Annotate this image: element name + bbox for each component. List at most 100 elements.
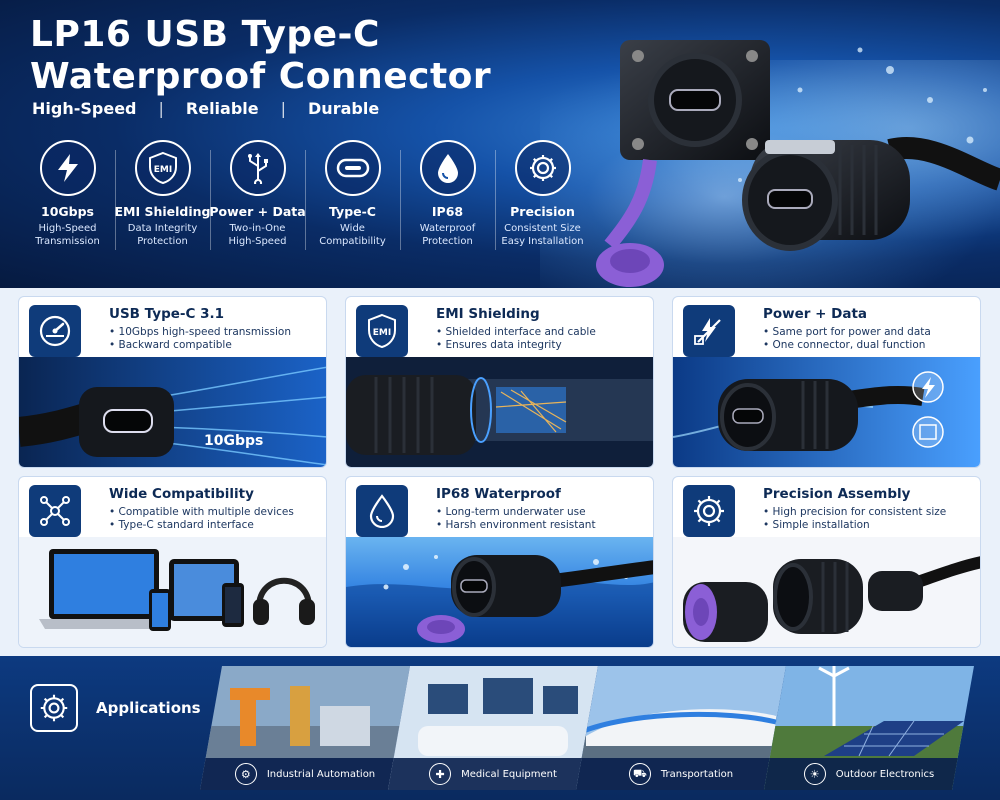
card-bullet: Shielded interface and cable [436,326,596,339]
hero-banner: LP16 USB Type-C Waterproof Connector Hig… [0,0,1000,288]
feature-power-data: Power + Data Two-in-One High-Speed [209,140,306,260]
feature-subtitle: Wide Compatibility [319,222,386,248]
car-icon: ⛟ [628,763,651,785]
card-usb-type-c: USB Type-C 3.1 10Gbps high-speed transmi… [18,296,327,468]
card-illustration: 10Gbps [19,357,326,467]
card-bullet: Ensures data integrity [436,339,596,352]
app-label-text: Transportation [660,768,734,780]
app-tile-outdoor: ☀ Outdoor Electronics [764,666,974,790]
app-label: ✚ Medical Equipment [388,758,598,790]
title-line-2: Waterproof Connector [30,56,492,97]
feature-sub-line: Compatibility [319,236,386,247]
app-tile-medical: ✚ Medical Equipment [388,666,598,790]
tagline-item: Durable [308,99,380,118]
card-bullet: Backward compatible [109,339,291,352]
feature-sub-line: Protection [422,236,473,247]
feature-title: Type-C [329,204,376,219]
card-wide-compatibility: Wide Compatibility Compatible with multi… [18,476,327,648]
applications-section: Applications ⚙ Industrial Automation [0,656,1000,800]
card-bullet: Long-term underwater use [436,506,596,519]
feature-sub-line: Transmission [35,236,100,247]
tagline-item: Reliable [185,99,259,118]
card-illustration [673,537,980,647]
card-bullets: Shielded interface and cable Ensures dat… [436,326,596,352]
card-bullet: High precision for consistent size [763,506,947,519]
card-bullet: One connector, dual function [763,339,931,352]
applications-title: Applications [96,699,201,717]
applications-header: Applications [30,684,201,732]
card-emi-shielding: EMI EMI Shielding Shielded interface and… [345,296,654,468]
tagline-separator: | [280,99,287,118]
card-bullet: Harsh environment resistant [436,519,596,532]
tagline: High-Speed | Reliable | Durable [32,99,379,118]
power-data-icon [683,305,735,357]
gear-icon [514,140,571,196]
card-illustration [673,357,980,467]
feature-subtitle: Waterproof Protection [420,222,476,248]
factory-icon: ⚙ [234,763,257,785]
emi-shield-icon: EMI [134,140,191,196]
card-bullet: Compatible with multiple devices [109,506,294,519]
usb-icon [229,140,286,196]
emi-shield-icon: EMI [356,305,408,357]
svg-text:EMI: EMI [153,165,171,175]
medical-cross-icon: ✚ [429,763,452,785]
feature-10gbps: 10Gbps High-Speed Transmission [20,140,115,260]
data-transfer-icon [912,416,944,448]
tagline-separator: | [158,99,164,118]
feature-title: Precision [510,204,575,219]
connector-product-image [596,40,1000,287]
app-label-text: Outdoor Electronics [835,768,935,780]
feature-subtitle: Consistent Size Easy Installation [501,222,583,248]
svg-text:EMI: EMI [373,328,391,338]
solar-panel-icon: ☀ [803,763,826,785]
card-title: Power + Data [763,306,868,322]
app-label: ⛟ Transportation [576,758,786,790]
feature-sub-line: Easy Installation [501,236,584,247]
card-title: Precision Assembly [763,486,911,502]
card-bullets: Same port for power and data One connect… [763,326,931,352]
feature-title: Power + Data [209,204,306,219]
app-label: ⚙ Industrial Automation [200,758,410,790]
card-title: Wide Compatibility [109,486,254,502]
card-title: USB Type-C 3.1 [109,306,225,322]
card-illustration [19,537,326,647]
title-line-1: LP16 USB Type-C [30,14,380,55]
feature-sub-line: Consistent Size [504,223,581,234]
lightning-icon [39,140,96,196]
card-bullet: Same port for power and data [763,326,931,339]
feature-subtitle: High-Speed Transmission [35,222,100,248]
card-bullets: 10Gbps high-speed transmission Backward … [109,326,291,352]
water-drop-icon [419,140,476,196]
feature-subtitle: Two-in-One High-Speed [229,222,287,248]
feature-precision: Precision Consistent Size Easy Installat… [495,140,590,260]
speedometer-icon [29,305,81,357]
feature-subtitle: Data Integrity Protection [128,222,198,248]
svg-text:10Gbps: 10Gbps [204,433,263,449]
feature-title: 10Gbps [41,204,94,219]
tagline-item: High-Speed [32,99,137,118]
feature-sub-line: Two-in-One [229,223,286,234]
card-bullet: Simple installation [763,519,946,532]
water-drop-icon [356,485,408,537]
feature-sub-line: Protection [137,236,188,247]
feature-type-c: Type-C Wide Compatibility [305,140,400,260]
feature-strip: 10Gbps High-Speed Transmission EMI EMI S… [20,140,590,260]
application-tiles: ⚙ Industrial Automation ✚ Medical Equipm… [200,666,990,790]
card-bullets: High precision for consistent size Simpl… [763,506,947,532]
feature-ip68: IP68 Waterproof Protection [400,140,495,260]
card-illustration [346,537,653,647]
card-bullet: Type-C standard interface [109,519,294,532]
card-illustration [346,357,653,467]
feature-sub-line: Wide [340,223,365,234]
card-power-data: Power + Data Same port for power and dat… [672,296,981,468]
feature-sub-line: Data Integrity [127,223,198,234]
gear-icon [683,485,735,537]
network-icon [29,485,81,537]
card-ip68-waterproof: IP68 Waterproof Long-term underwater use… [345,476,654,648]
feature-sub-line: High-Speed [228,236,287,247]
card-title: IP68 Waterproof [436,486,561,502]
feature-sub-line: High-Speed [38,223,97,234]
card-bullets: Compatible with multiple devices Type-C … [109,506,294,532]
feature-emi: EMI EMI Shielding Data Integrity Protect… [115,140,211,260]
